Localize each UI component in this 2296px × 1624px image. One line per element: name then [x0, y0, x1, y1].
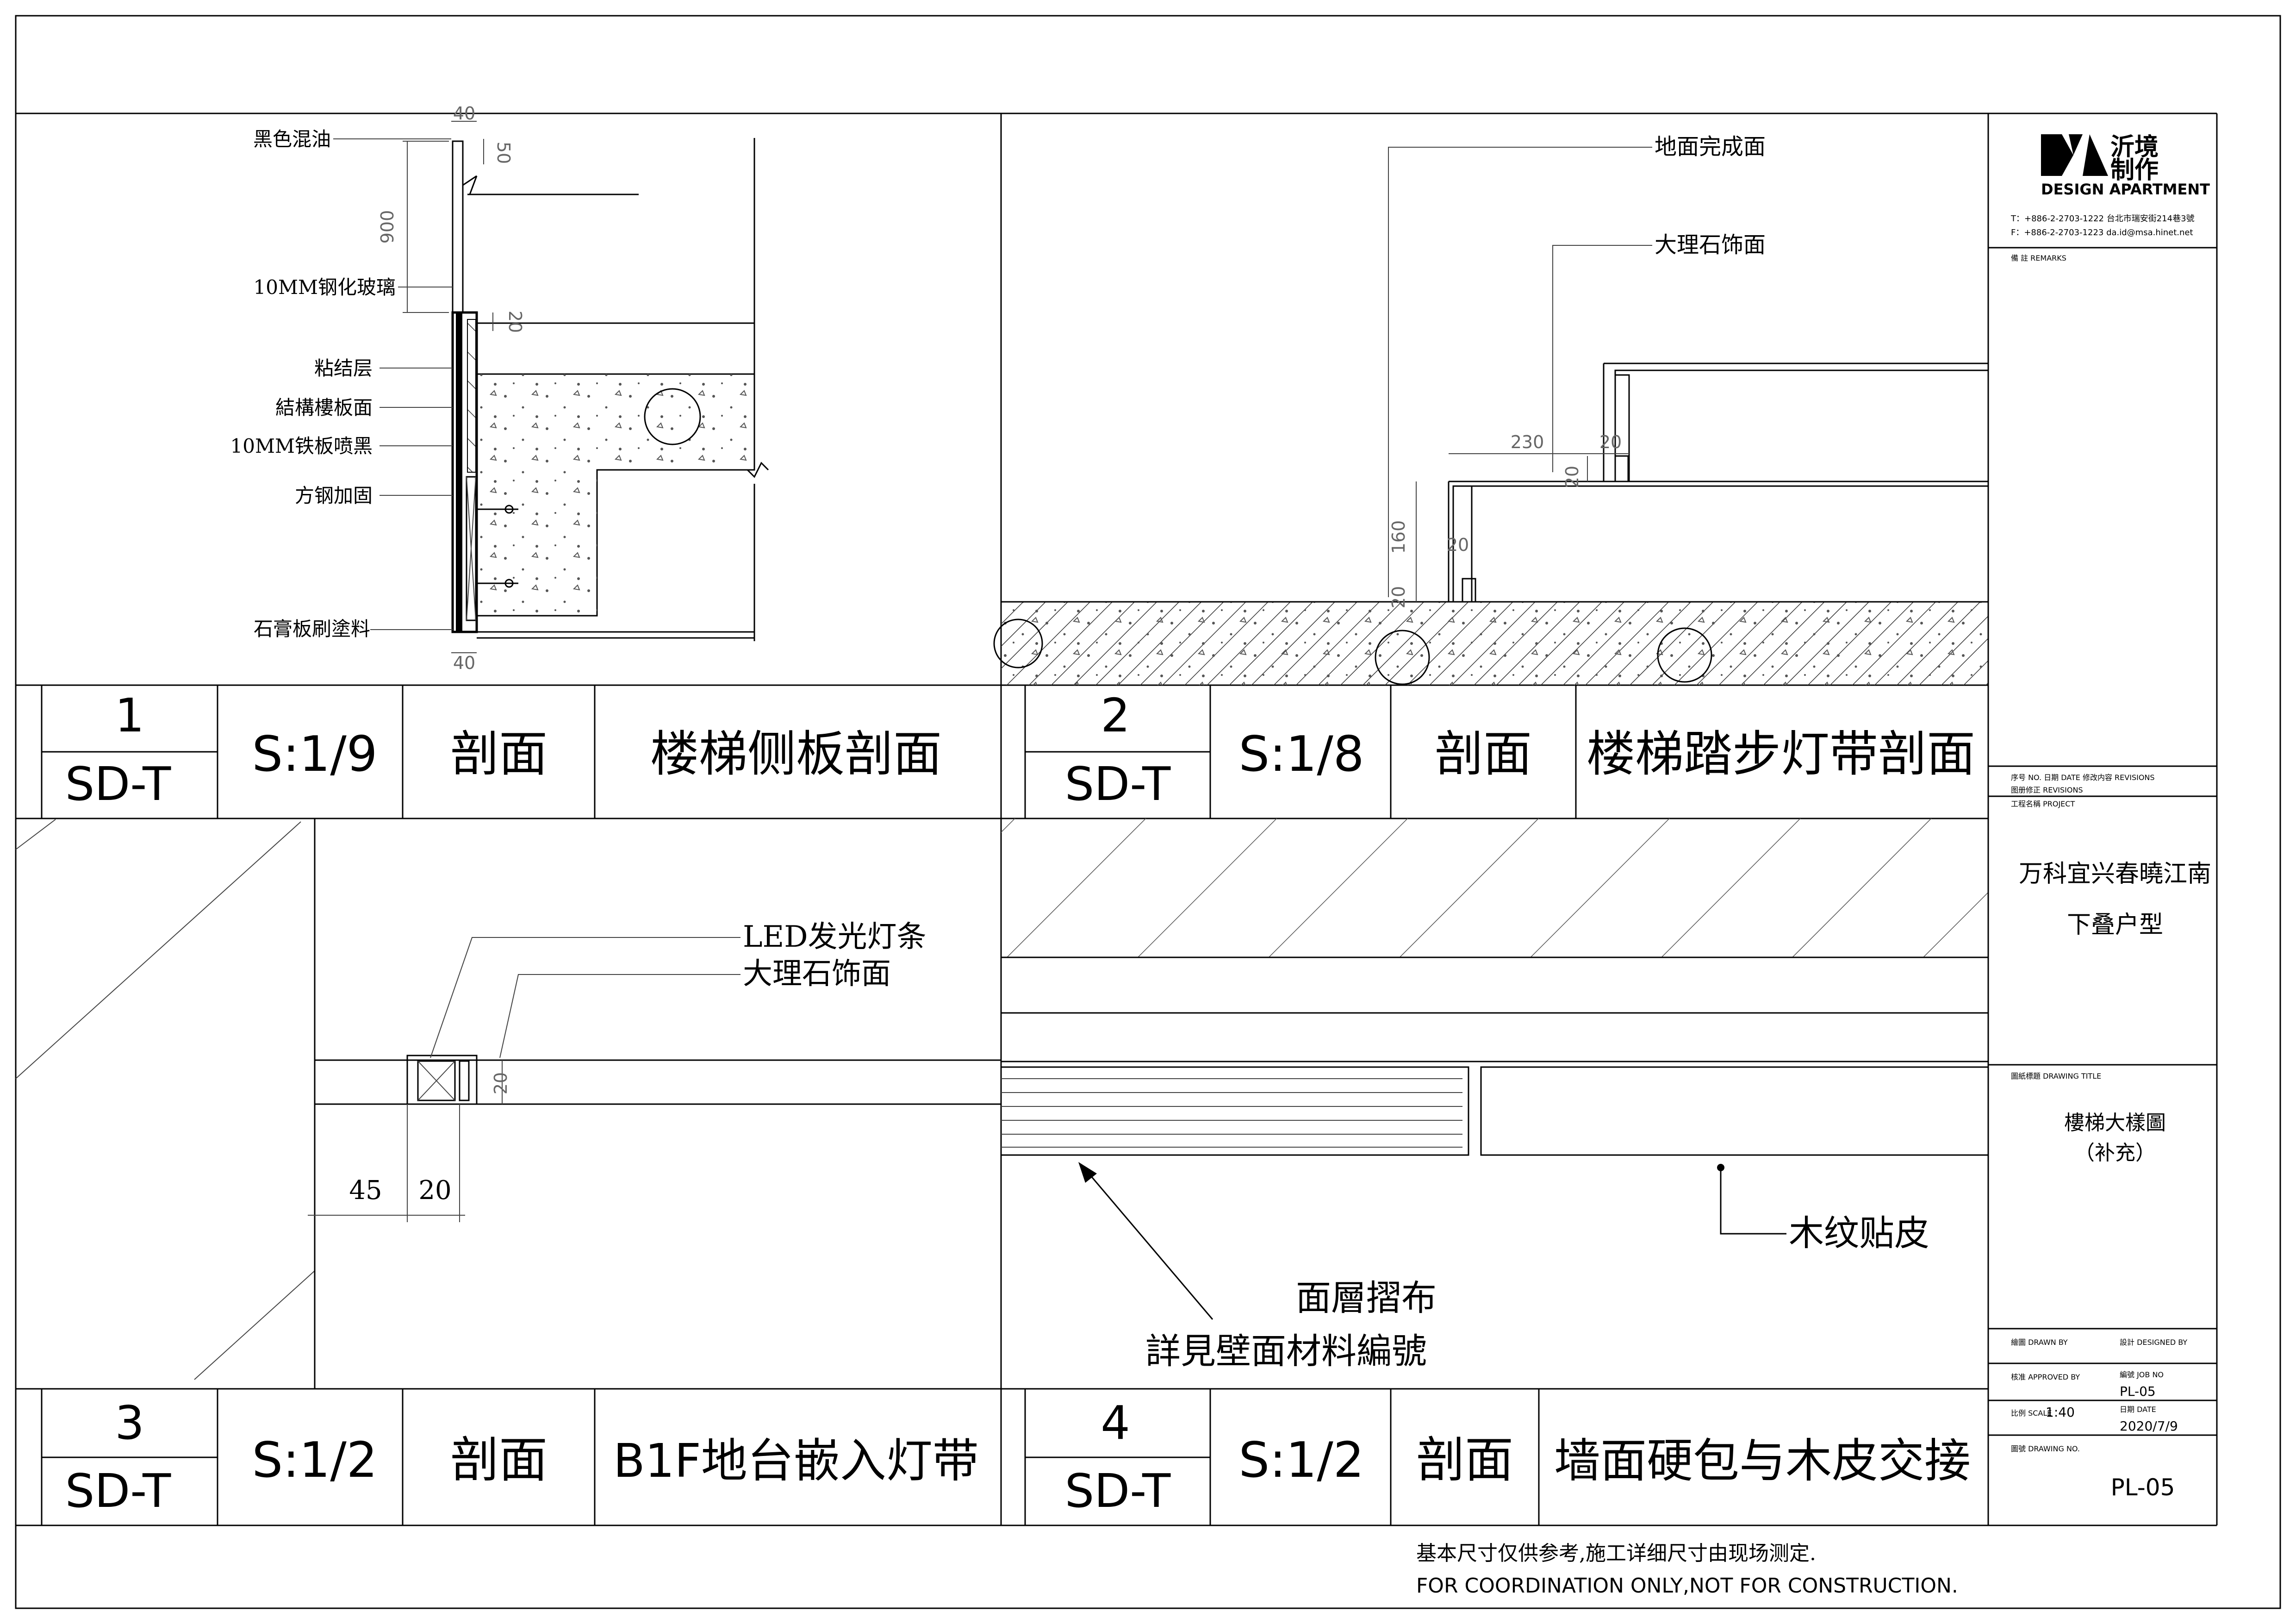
- detail-1-title: 楼梯侧板剖面: [650, 726, 942, 782]
- company-logo: 沂境 制作: [2041, 133, 2159, 184]
- drawn-by-label: 繪圖 DRAWN BY: [2011, 1338, 2068, 1347]
- d4-label-veneer: 木纹贴皮: [1789, 1212, 1929, 1254]
- remarks-label: 備 註 REMARKS: [2011, 254, 2066, 262]
- d3-label-marble: 大理石饰面: [743, 957, 891, 991]
- detail-1-drawing: 40 50 900 20 40 黑色混油 10MM钢化玻璃 粘结层 結構樓板面 …: [230, 103, 769, 673]
- detail-2-ref: SD-T: [1065, 757, 1171, 811]
- approved-by-label: 核准 APPROVED BY: [2011, 1373, 2080, 1381]
- d2-label-marble: 大理石饰面: [1655, 232, 1766, 258]
- d3-dim-thick: 20: [491, 1072, 511, 1094]
- detail-4-drawing: 木纹贴皮 面層摺布 詳見壁面材料編號: [1000, 818, 1989, 1372]
- detail-3-title: B1F地台嵌入灯带: [613, 1434, 979, 1488]
- revisions-label-2: 图册修正 REVISIONS: [2011, 786, 2083, 794]
- detail-3-scale: S:1/2: [252, 1432, 377, 1488]
- d2-dim-tread: 230: [1511, 432, 1544, 452]
- company-fax: F：+886-2-2703-1223 da.id@msa.hinet.net: [2011, 228, 2193, 237]
- detail-3-type: 剖面: [450, 1432, 548, 1488]
- drawing-no: PL-05: [2111, 1474, 2175, 1501]
- d4-label-fabric2: 詳見壁面材料編號: [1145, 1330, 1427, 1372]
- job-no-label: 編號 JOB NO: [2120, 1370, 2164, 1379]
- job-no: PL-05: [2120, 1384, 2156, 1399]
- d1-dim-top: 40: [453, 103, 475, 124]
- d1-dim-bottom: 40: [453, 653, 475, 673]
- d1-dim-height: 900: [377, 210, 398, 244]
- drawing-title-label: 圖紙標題 DRAWING TITLE: [2011, 1072, 2101, 1081]
- detail-3-ref: SD-T: [65, 1464, 171, 1518]
- drawing-title-1: 樓梯大樣圖: [2064, 1111, 2166, 1135]
- detail-4-number: 4: [1101, 1396, 1130, 1450]
- scale-value: 1:40: [2046, 1405, 2075, 1420]
- detail-1-number: 1: [115, 688, 144, 743]
- detail-4-ref: SD-T: [1065, 1464, 1171, 1518]
- footer-note-cn: 基本尺寸仅供参考,施工详细尺寸由现场测定.: [1416, 1542, 1816, 1565]
- date-value: 2020/7/9: [2120, 1418, 2178, 1434]
- company-name-en: DESIGN APARTMENT: [2041, 181, 2210, 198]
- d2-dim-light: 20: [1447, 535, 1469, 555]
- d1-label-black-paint: 黑色混油: [253, 128, 331, 150]
- d1-label-slab: 結構樓板面: [275, 396, 373, 419]
- project-name-2: 下叠户型: [2067, 911, 2163, 939]
- project-name-1: 万科宜兴春曉江南: [2019, 860, 2211, 888]
- title-strip-2: [41, 1389, 1540, 1525]
- detail-2-title: 楼梯踏步灯带剖面: [1587, 726, 1975, 782]
- revisions-label-1: 序号 NO. 日期 DATE 修改内容 REVISIONS: [2011, 773, 2155, 782]
- d3-dim-w1: 45: [349, 1175, 382, 1206]
- detail-2-type: 剖面: [1435, 726, 1532, 782]
- detail-3-drawing: 20 45 20 LED发光灯条 大理石饰面: [15, 818, 1002, 1390]
- detail-1-scale: S:1/9: [252, 726, 377, 782]
- detail-2-scale: S:1/8: [1238, 726, 1364, 782]
- date-label: 日期 DATE: [2120, 1405, 2156, 1414]
- scale-label: 比例 SCALE: [2011, 1409, 2052, 1418]
- svg-text:制作: 制作: [2110, 156, 2159, 184]
- detail-4-title: 墙面硬包与木皮交接: [1554, 1434, 1971, 1488]
- detail-2-number: 2: [1101, 688, 1130, 743]
- detail-1-type: 剖面: [450, 726, 548, 782]
- title-block: 沂境 制作 DESIGN APARTMENT T：+886-2-2703-122…: [1987, 112, 2218, 1525]
- d1-dim-small: 20: [505, 311, 525, 333]
- title-strip-1: [41, 685, 1577, 818]
- d1-label-square-steel: 方钢加固: [295, 484, 373, 507]
- drawing-title-2: （补充）: [2074, 1141, 2156, 1165]
- d3-label-led: LED发光灯条: [743, 920, 927, 954]
- svg-text:沂境: 沂境: [2110, 133, 2159, 161]
- detail-2-drawing: 230 20 20 160 20 20 地面完成面 大理石饰面: [993, 134, 1989, 685]
- d1-label-steel: 10MM铁板喷黑: [230, 435, 373, 457]
- footer-note-en: FOR COORDINATION ONLY,NOT FOR CONSTRUCTI…: [1416, 1574, 1958, 1598]
- d1-dim-top2: 50: [493, 142, 514, 164]
- d4-label-fabric1: 面層摺布: [1296, 1277, 1437, 1318]
- d1-label-adhesive: 粘结层: [314, 357, 373, 380]
- d2-dim-gap: 20: [1599, 432, 1622, 452]
- detail-3-number: 3: [115, 1396, 144, 1450]
- detail-1-ref: SD-T: [65, 757, 171, 811]
- d2-dim-riser: 160: [1388, 520, 1409, 554]
- detail-4-scale: S:1/2: [1238, 1432, 1364, 1488]
- company-tel: T：+886-2-2703-1222 台北市瑞安街214巷3號: [2010, 214, 2195, 224]
- d3-dim-w2: 20: [418, 1175, 451, 1206]
- d2-label-floor: 地面完成面: [1655, 134, 1766, 160]
- d2-dim-bottom: 20: [1388, 586, 1409, 608]
- detail-4-type: 剖面: [1416, 1432, 1513, 1488]
- designed-by-label: 設計 DESIGNED BY: [2120, 1338, 2187, 1347]
- d1-label-glass: 10MM钢化玻璃: [254, 276, 396, 299]
- drawing-no-label: 圖號 DRAWING NO.: [2011, 1444, 2080, 1453]
- d1-label-gypsum: 石膏板刷塗料: [254, 618, 370, 640]
- d2-dim-gap2: 20: [1562, 466, 1582, 488]
- project-label: 工程名稱 PROJECT: [2011, 800, 2075, 808]
